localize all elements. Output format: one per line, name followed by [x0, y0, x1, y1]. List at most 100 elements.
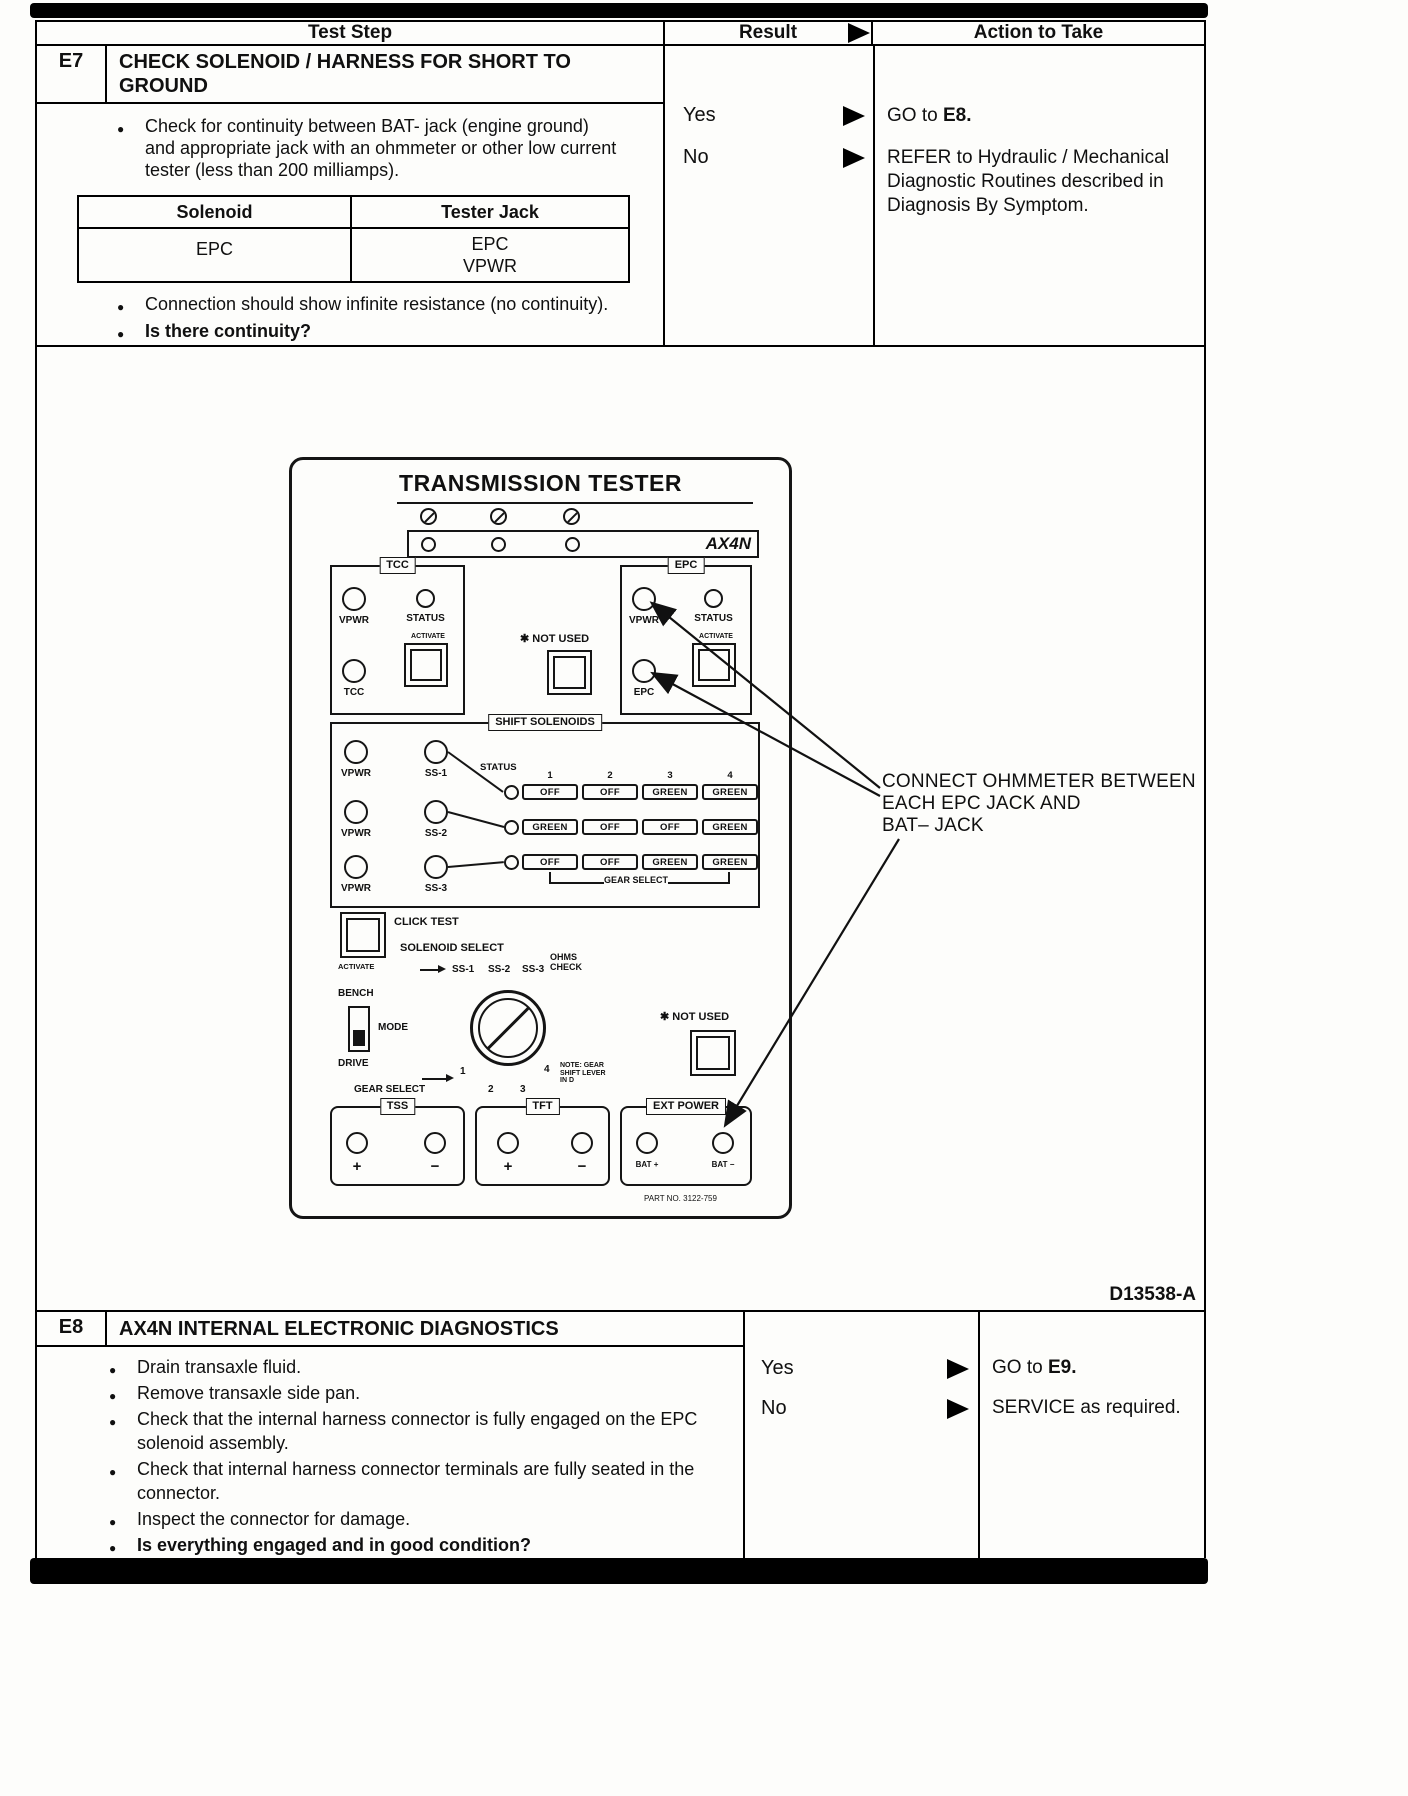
tss-minus-jack	[424, 1132, 446, 1154]
ohmmeter-annotation: CONNECT OHMMETER BETWEEN EACH EPC JACK A…	[882, 771, 1196, 837]
e7-action-yes: GO to E8.	[887, 105, 972, 126]
model-strip: AX4N	[407, 530, 759, 558]
epc-activate-label: ACTIVATE	[699, 633, 733, 640]
e8-step-title: AX4N INTERNAL ELECTRONIC DIAGNOSTICS	[119, 1318, 559, 1340]
gear-col-header: 3	[667, 770, 673, 781]
solenoid-select-position-label: SS-2	[488, 964, 511, 975]
result-arrow-icon	[843, 106, 865, 126]
shift-vpwr-label: VPWR	[341, 768, 371, 779]
result-header-label: Result	[738, 22, 798, 43]
click-test-label: CLICK TEST	[394, 916, 459, 928]
solenoid-table-row: EPC EPC VPWR	[79, 229, 628, 281]
bat-minus-jack	[712, 1132, 734, 1154]
indicator-cell: GREEN	[702, 854, 758, 870]
e7-step-content: Check for continuity between BAT- jack (…	[37, 104, 663, 345]
screw-icon	[490, 508, 507, 525]
indicator-cell: OFF	[582, 819, 638, 835]
shift-vpwr-jack	[344, 800, 368, 824]
e7-bullet-resistance: Connection should show infinite resistan…	[115, 293, 623, 318]
drive-label: DRIVE	[338, 1058, 369, 1069]
ohms-check-label: CHECK	[550, 962, 583, 972]
indicator-cell: GREEN	[702, 784, 758, 800]
tss-minus-label: −	[430, 1158, 440, 1175]
tft-plus-jack	[497, 1132, 519, 1154]
status-light	[504, 785, 519, 800]
bracket-line	[549, 872, 551, 884]
step-reference: E8.	[942, 105, 972, 126]
e7-step-title: CHECK SOLENOID / HARNESS FOR SHORT TO GR…	[119, 51, 571, 97]
ss2-jack-label: SS-2	[424, 828, 448, 839]
gear-col-header: 2	[607, 770, 613, 781]
e8-bullet: Drain transaxle fluid.	[107, 1355, 723, 1382]
shift-vpwr-jack	[344, 855, 368, 879]
indicator-cell: OFF	[582, 784, 638, 800]
gear-col-header: 1	[547, 770, 553, 781]
not-used-bottom-label: ✱ NOT USED	[660, 1011, 730, 1023]
result-arrow-icon	[848, 23, 870, 43]
gear-col-header: 4	[727, 770, 733, 781]
e7-bullet-continuity: Check for continuity between BAT- jack (…	[115, 115, 623, 181]
epc-vpwr-jack	[632, 587, 656, 611]
annotation-line: BAT– JACK	[882, 815, 984, 836]
connector-line	[447, 861, 504, 868]
solenoid-select-label: SOLENOID SELECT	[400, 942, 504, 954]
indicator-light	[421, 537, 436, 552]
tft-legend: TFT	[525, 1098, 560, 1115]
annotation-line: EACH EPC JACK AND	[882, 793, 1081, 814]
indicator-cell: OFF	[642, 819, 698, 835]
solenoid-table: Solenoid Tester Jack EPC EPC VPWR	[77, 195, 630, 283]
screw-icon	[563, 508, 580, 525]
column-header-result: Result	[665, 22, 873, 44]
tcc-legend: TCC	[379, 557, 416, 574]
e7-title-row: E7 CHECK SOLENOID / HARNESS FOR SHORT TO…	[37, 46, 663, 104]
indicator-cell: GREEN	[642, 854, 698, 870]
e8-action-cell: GO to E9. SERVICE as required.	[980, 1310, 1206, 1558]
tester-panel: TRANSMISSION TESTER AX4N TCC VPWR STATUS…	[289, 457, 792, 1219]
epc-legend: EPC	[667, 557, 705, 574]
bracket-line	[668, 882, 728, 884]
ext-power-section: EXT POWER BAT + BAT −	[620, 1098, 752, 1186]
not-used-top-button	[547, 650, 592, 695]
e7-result-yes: Yes	[683, 104, 716, 126]
indicator-cell: OFF	[522, 784, 578, 800]
tcc-status-label: STATUS	[406, 613, 445, 624]
figure-code: D13538-A	[1109, 1284, 1196, 1305]
indicator-cell: GREEN	[702, 819, 758, 835]
ext-power-legend: EXT POWER	[645, 1098, 727, 1115]
tcc-section: TCC VPWR STATUS ACTIVATE TCC	[330, 557, 465, 715]
pointer-icon	[438, 965, 446, 973]
bat-plus-jack	[636, 1132, 658, 1154]
ss2-jack	[424, 800, 448, 824]
model-label: AX4N	[705, 534, 751, 553]
indicator-cell: OFF	[522, 854, 578, 870]
result-arrow-icon	[947, 1399, 969, 1419]
solenoid-column-header: Solenoid	[79, 197, 352, 227]
epc-section: EPC VPWR STATUS ACTIVATE EPC	[620, 557, 752, 715]
e7-action-cell: GO to E8. REFER to Hydraulic / Mechanica…	[875, 46, 1206, 345]
e8-bullet: Check that the internal harness connecto…	[107, 1407, 723, 1455]
panel-title: TRANSMISSION TESTER	[399, 470, 682, 496]
ss1-jack	[424, 740, 448, 764]
e7-result-cell: Yes No	[665, 46, 875, 345]
rotary-dial	[470, 990, 546, 1066]
e8-action-no: SERVICE as required.	[992, 1397, 1181, 1418]
e8-bullet: Check that internal harness connector te…	[107, 1457, 723, 1505]
e8-test-step-cell: E8 AX4N INTERNAL ELECTRONIC DIAGNOSTICS …	[35, 1310, 745, 1558]
tester-jack-line: EPC	[471, 234, 509, 254]
epc-activate-button	[692, 643, 736, 687]
scan-artifact-top	[30, 3, 1208, 18]
pointer-line	[422, 1078, 448, 1080]
shift-vpwr-label: VPWR	[341, 883, 371, 894]
tcc-status-light	[416, 589, 435, 608]
e7-bullet-question: Is there continuity?	[115, 320, 623, 345]
step-reference: E9.	[1047, 1357, 1077, 1378]
solenoid-select-position-label: SS-1	[452, 964, 475, 975]
bench-label: BENCH	[338, 988, 374, 999]
ss1-jack-label: SS-1	[424, 768, 448, 779]
ss3-jack-label: SS-3	[424, 883, 448, 894]
gear-note: NOTE: GEAR SHIFT LEVER IN D	[560, 1062, 606, 1084]
tft-plus-label: +	[503, 1158, 513, 1175]
gear-number: 2	[488, 1084, 494, 1095]
title-underline	[397, 502, 753, 504]
